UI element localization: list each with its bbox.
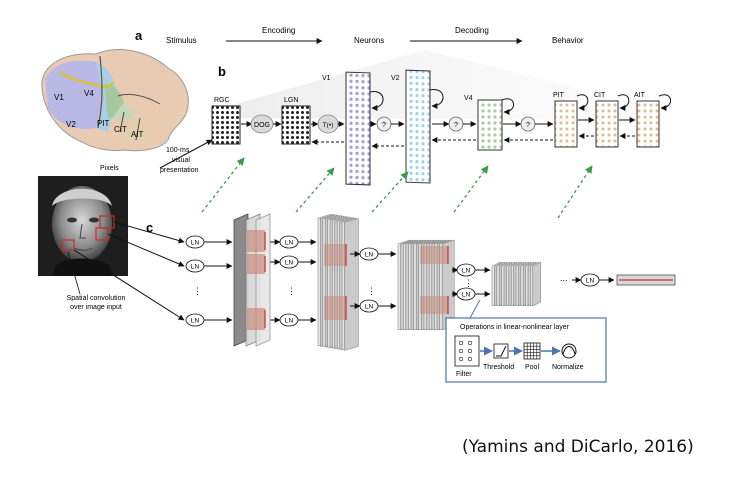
stage-neurons: Neurons xyxy=(354,36,384,45)
layer1-stack xyxy=(233,213,271,347)
ln-label: LN xyxy=(462,268,471,275)
v2-sheet xyxy=(405,69,431,184)
v1-recurrent-loop xyxy=(369,91,384,111)
ln-label: LN xyxy=(365,304,374,311)
pit-recurrent-loop xyxy=(576,94,589,111)
output-layer xyxy=(616,274,676,286)
input-photo xyxy=(38,176,128,276)
receptive-field xyxy=(324,244,346,266)
rgc-grid xyxy=(211,105,241,145)
presentation-line-3: presentation xyxy=(160,167,199,174)
v2-recurrent-loop xyxy=(429,89,444,109)
brain-label-v2: V2 xyxy=(66,120,76,129)
op-normalize-label: Normalize xyxy=(552,364,584,371)
ln-label: LN xyxy=(586,278,595,285)
receptive-field xyxy=(420,246,448,264)
stage-encoding: Encoding xyxy=(262,26,295,35)
brain-label-pit: PIT xyxy=(97,119,110,128)
receptive-field xyxy=(324,296,346,320)
stage-behavior: Behavior xyxy=(552,36,584,45)
conv-note-line-2: over image input xyxy=(70,304,122,311)
layer2-stack xyxy=(317,213,359,351)
brain-label-cit: CIT xyxy=(114,125,127,134)
unknown-op-2-label: ? xyxy=(454,122,458,129)
ln-label: LN xyxy=(191,240,200,247)
area-label-rgc: RGC xyxy=(214,97,230,104)
monkey-brain xyxy=(41,49,189,152)
filter-icon xyxy=(454,335,480,367)
horizontal-ellipsis: ... xyxy=(560,273,568,283)
area-label-ait: AIT xyxy=(634,92,646,99)
area-label-pit: PIT xyxy=(553,92,565,99)
ln-label: LN xyxy=(462,292,471,299)
ln-label: LN xyxy=(191,264,200,271)
ln-label: LN xyxy=(285,240,294,247)
conv-note-line-1: Spatial convolution xyxy=(67,295,126,302)
ellipsis-vertical: ⋮ xyxy=(367,286,376,296)
presentation-arrow xyxy=(159,139,213,169)
v4-recurrent-loop xyxy=(501,98,514,115)
op-filter-label: Filter xyxy=(456,371,472,378)
cit-recurrent-loop xyxy=(617,94,630,111)
v4-sheet xyxy=(477,99,503,151)
pool-icon xyxy=(523,342,541,360)
ops-box-pointer xyxy=(469,299,481,319)
input-arrow-2 xyxy=(107,233,185,267)
ellipsis-vertical: ⋮ xyxy=(464,278,473,288)
ln-label: LN xyxy=(285,318,294,325)
v1-sheet xyxy=(345,71,371,186)
layer4-stack xyxy=(491,261,542,307)
lgn-grid xyxy=(281,105,311,145)
brain-label-ait: AIT xyxy=(131,130,144,139)
op-threshold-label: Threshold xyxy=(483,364,514,371)
input-arrow-1 xyxy=(113,221,185,244)
area-label-v4: V4 xyxy=(464,95,473,102)
threshold-icon xyxy=(493,343,509,359)
panel-label-c: c xyxy=(146,220,153,235)
feature-map xyxy=(532,261,542,307)
input-arrow-3 xyxy=(73,249,185,321)
area-label-v1: V1 xyxy=(322,75,331,82)
area-label-lgn: LGN xyxy=(284,97,298,104)
normalize-icon xyxy=(561,343,577,359)
conv-note-pointer xyxy=(67,251,81,295)
receptive-field xyxy=(420,296,448,314)
ellipsis-vertical: ⋮ xyxy=(193,286,202,296)
cit-sheet xyxy=(595,100,619,148)
panel-label-b: b xyxy=(218,64,226,79)
ellipsis-vertical: ⋮ xyxy=(287,286,296,296)
ops-box-title: Operations in linear-nonlinear layer xyxy=(460,324,570,331)
brain-label-v4: V4 xyxy=(84,89,94,98)
feature-map xyxy=(344,218,359,351)
area-label-v2: V2 xyxy=(391,75,400,82)
presentation-line-1: 100-ms xyxy=(166,147,190,154)
citation: (Yamins and DiCarlo, 2016) xyxy=(462,437,694,457)
ait-recurrent-loop xyxy=(658,94,671,111)
ait-sheet xyxy=(636,100,660,148)
ln-label: LN xyxy=(191,318,200,325)
ln-label: LN xyxy=(285,260,294,267)
unknown-op-3-label: ? xyxy=(526,122,530,129)
mapping-arrows xyxy=(201,157,593,219)
threshold-op-label: T(•) xyxy=(323,122,334,129)
presentation-line-2: visual xyxy=(172,157,190,164)
unknown-op-1-label: ? xyxy=(382,122,386,129)
projection-beam xyxy=(222,50,640,120)
pit-sheet xyxy=(554,100,578,148)
stage-stimulus: Stimulus xyxy=(166,36,197,45)
area-label-cit: CIT xyxy=(594,92,606,99)
pixels-label: Pixels xyxy=(100,165,119,172)
brain-label-v1: V1 xyxy=(54,93,64,102)
layer3-stack xyxy=(397,239,455,331)
op-pool-label: Pool xyxy=(525,364,539,371)
stage-decoding: Decoding xyxy=(455,26,489,35)
panel-label-a: a xyxy=(135,28,143,43)
pool-grid-frame xyxy=(523,342,541,360)
dog-label: DOG xyxy=(254,122,270,129)
ln-label: LN xyxy=(365,252,374,259)
